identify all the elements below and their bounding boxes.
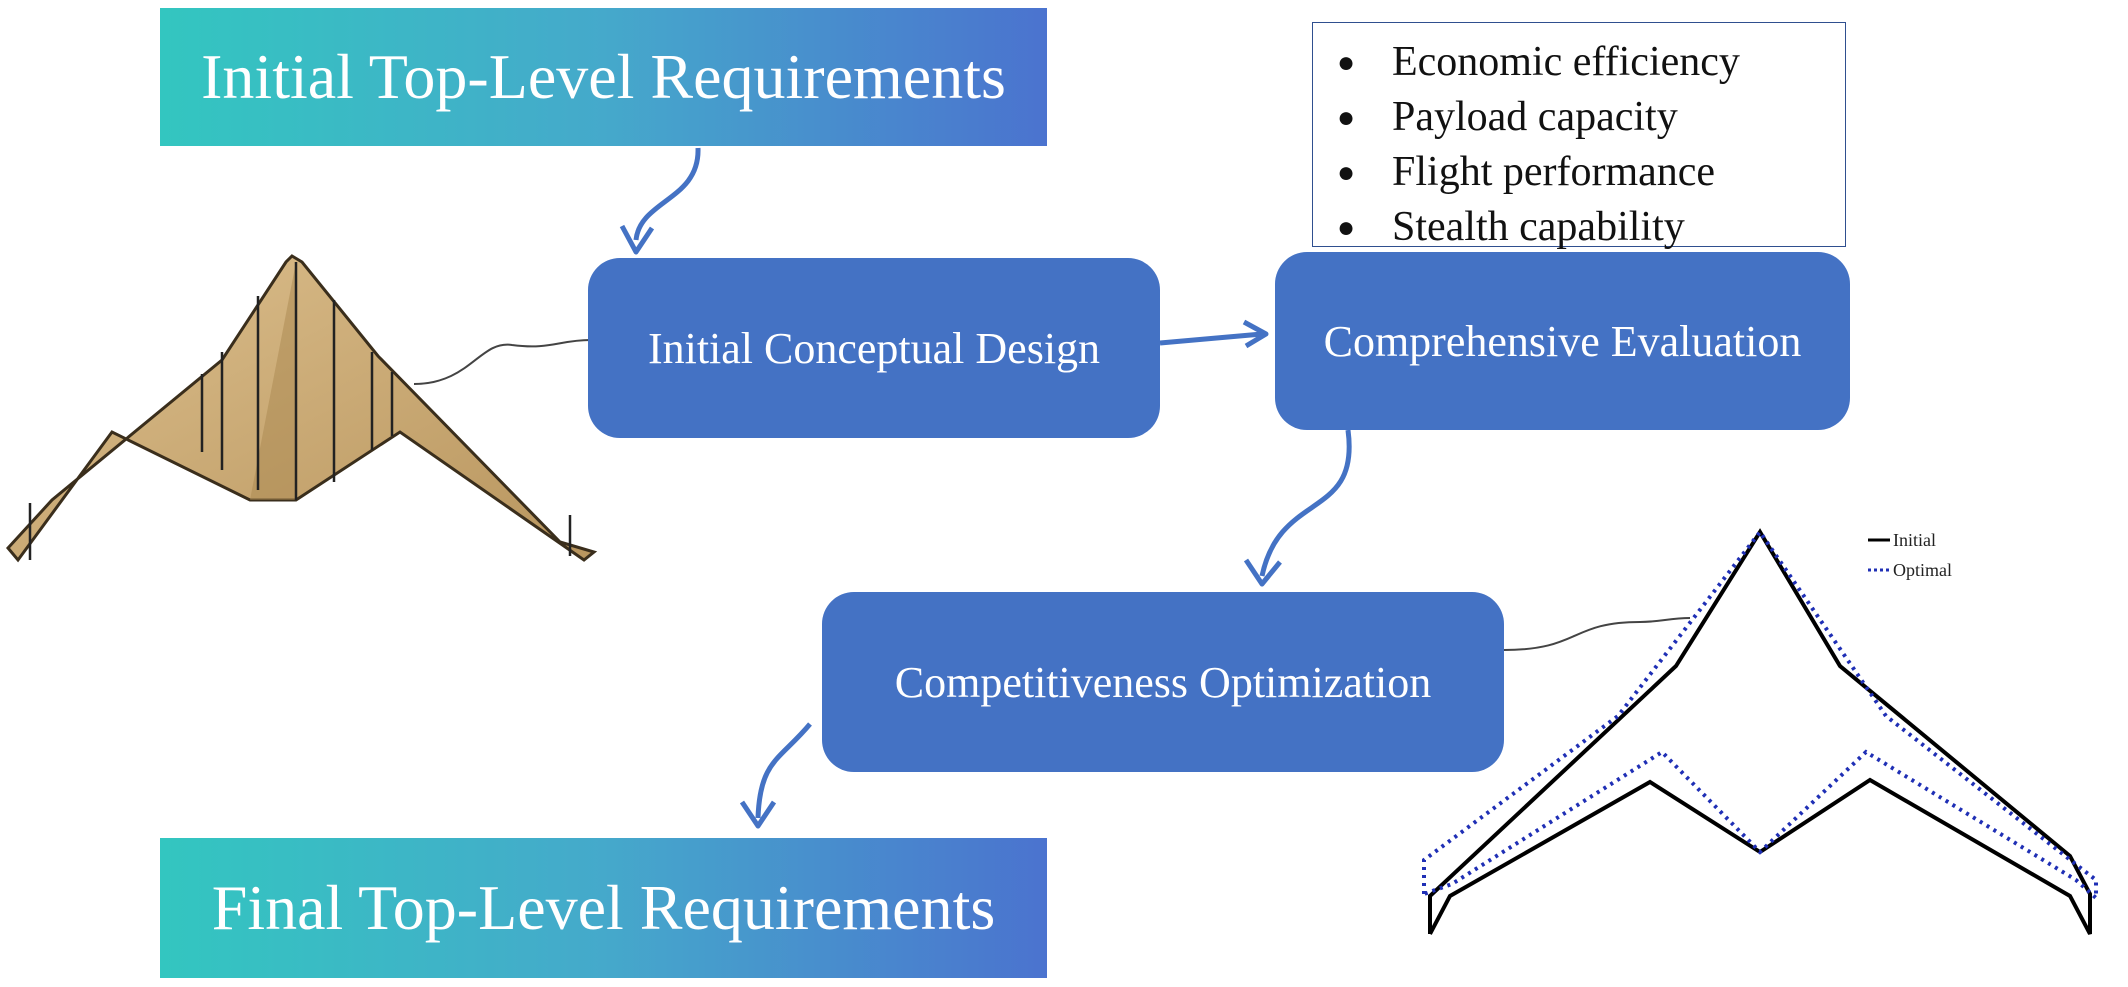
competitiveness-optimization-box: Competitiveness Optimization <box>822 592 1504 772</box>
planform-comparison-plot: Initial Optimal <box>1422 528 2098 935</box>
bullet-icon: ● <box>1337 101 1356 134</box>
model-connector <box>413 339 591 385</box>
criteria-item: ●Flight performance <box>1337 145 1845 200</box>
legend-initial-label: Initial <box>1893 530 1936 550</box>
arrow-requirements-to-design <box>619 147 701 255</box>
criteria-item: ●Economic efficiency <box>1337 35 1845 90</box>
optimal-planform-line <box>1422 528 2098 903</box>
arrow-evaluation-to-optimization <box>1243 429 1352 587</box>
flying-wing-model <box>6 254 598 563</box>
final-requirements-banner: Final Top-Level Requirements <box>160 838 1047 978</box>
initial-planform-line <box>1428 528 2092 935</box>
criteria-item: ●Payload capacity <box>1337 90 1845 145</box>
bullet-icon: ● <box>1337 156 1356 189</box>
arrow-optimization-to-final <box>739 722 812 829</box>
evaluation-criteria-box: ●Economic efficiency ●Payload capacity ●… <box>1312 22 1846 250</box>
initial-conceptual-design-box: Initial Conceptual Design <box>588 258 1160 438</box>
initial-requirements-banner: Initial Top-Level Requirements <box>160 8 1047 146</box>
criteria-item: ●Stealth capability <box>1337 200 1845 255</box>
arrow-design-to-evaluation <box>1159 319 1269 349</box>
bullet-icon: ● <box>1337 211 1356 244</box>
comprehensive-evaluation-box: Comprehensive Evaluation <box>1275 252 1850 430</box>
criteria-list: ●Economic efficiency ●Payload capacity ●… <box>1313 23 1845 255</box>
plot-connector <box>1503 617 1691 651</box>
legend-optimal-label: Optimal <box>1893 560 1952 580</box>
bullet-icon: ● <box>1337 46 1356 79</box>
